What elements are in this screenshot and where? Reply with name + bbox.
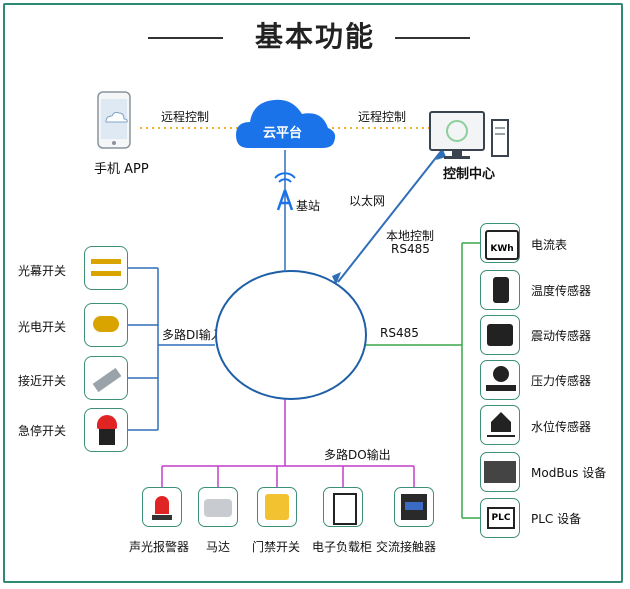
output-motor: [198, 487, 238, 527]
cloud-icon: [236, 99, 336, 148]
output-load-cabinet: [323, 487, 363, 527]
monitor-icon: [429, 111, 509, 159]
proximity-icon: [92, 367, 122, 393]
pressure-gauge-icon: [493, 366, 509, 382]
ethernet-arrow-head-up: [436, 147, 446, 160]
sensor-plc: PLC: [480, 498, 520, 538]
phone-icon: [97, 91, 131, 149]
sensor-label: 温度传感器: [531, 284, 592, 298]
input-light-curtain: [84, 246, 128, 290]
phone-label: 手机 APP: [94, 162, 149, 177]
control-center-label: 控制中心: [443, 167, 496, 182]
output-access-control: [257, 487, 297, 527]
sensor-label: 震动传感器: [531, 329, 592, 343]
access-switch-icon: [265, 494, 289, 520]
input-emergency-stop: [84, 408, 128, 452]
outer-frame: [3, 3, 623, 583]
sensor-label: 压力传感器: [531, 374, 592, 388]
plc-icon: PLC: [487, 507, 515, 529]
page-title: 基本功能: [254, 20, 375, 53]
output-label: 交流接触器: [376, 540, 437, 554]
emergency-stop-icon: [97, 415, 117, 429]
base-station-label: 基站: [296, 199, 321, 213]
ethernet-arrow-head-down: [332, 272, 341, 285]
sensor-label: 水位传感器: [531, 420, 592, 434]
vibration-icon: [487, 324, 513, 346]
input-label: 急停开关: [18, 424, 67, 438]
cloud-label: 云平台: [263, 126, 303, 141]
ammeter-icon: KWh: [485, 230, 519, 260]
water-level-icon: [491, 412, 511, 422]
title-rule-left: [148, 37, 223, 39]
sensor-label: PLC 设备: [531, 512, 582, 526]
light-curtain-icon: [91, 259, 121, 264]
alarm-light-icon: [155, 496, 169, 514]
sensor-water-level: [480, 405, 520, 445]
input-label: 光幕开关: [18, 264, 67, 278]
sensor-ammeter: KWh: [480, 223, 520, 263]
input-proximity: [84, 356, 128, 400]
output-label: 电子负载柜: [312, 540, 373, 554]
photoelectric-icon: [93, 316, 119, 332]
controller-hub: [215, 270, 367, 400]
device-brand-label: THINRAN: [254, 331, 290, 340]
sensor-pressure: [480, 360, 520, 400]
sensor-label: 电流表: [531, 238, 568, 252]
output-contactor: [394, 487, 434, 527]
output-label: 门禁开关: [252, 540, 301, 554]
output-alarm: [142, 487, 182, 527]
rs485-top-label: RS485: [391, 242, 430, 256]
sensor-temperature: [480, 270, 520, 310]
sensor-label: ModBus 设备: [531, 466, 607, 480]
thermometer-icon: [493, 277, 509, 303]
load-cabinet-icon: [333, 493, 357, 525]
output-label: 声光报警器: [129, 540, 190, 554]
input-photoelectric: [84, 303, 128, 347]
di-input-label: 多路DI输入: [162, 328, 223, 342]
input-label: 光电开关: [18, 320, 67, 334]
sensor-modbus: [480, 452, 520, 492]
ethernet-label: 以太网: [349, 194, 386, 208]
modbus-device-icon: [484, 461, 516, 483]
ethernet-arrow: [337, 149, 443, 283]
sensor-vibration: [480, 315, 520, 355]
remote-control-left-label: 远程控制: [161, 110, 210, 124]
motor-icon: [204, 499, 232, 517]
local-control-label: 本地控制: [386, 229, 435, 243]
output-label: 马达: [206, 540, 231, 554]
title-rule-right: [395, 37, 470, 39]
antenna-icon: [274, 172, 296, 211]
remote-control-right-label: 远程控制: [358, 110, 407, 124]
input-label: 接近开关: [18, 374, 67, 388]
rs485-right-label: RS485: [380, 326, 419, 340]
do-output-label: 多路DO输出: [324, 448, 391, 462]
